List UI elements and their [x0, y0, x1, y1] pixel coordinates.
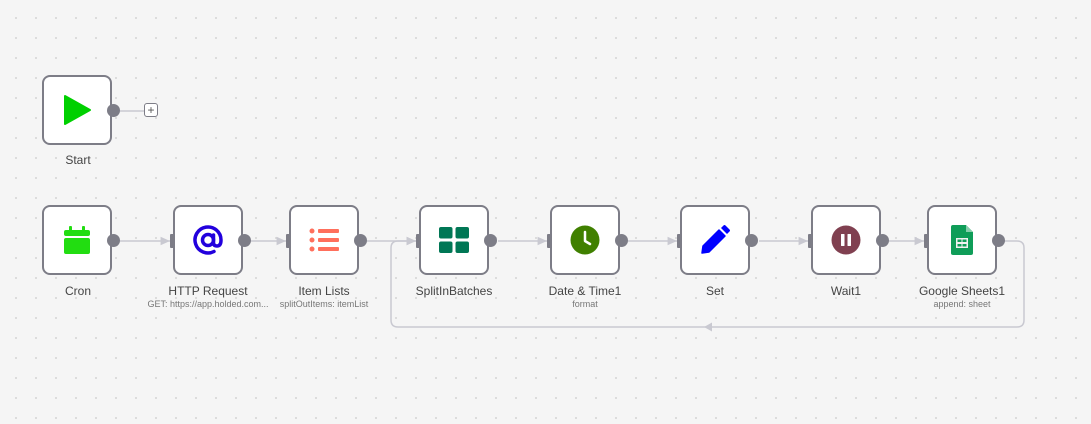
wait-output-handle[interactable]: [876, 234, 889, 247]
list-icon: [308, 224, 340, 256]
calendar-icon: [61, 224, 93, 256]
http-output-handle[interactable]: [238, 234, 251, 247]
node-item-lists-label: Item Lists: [298, 284, 350, 298]
gsheets-output-handle[interactable]: [992, 234, 1005, 247]
node-item-lists-subtitle: splitOutItems: itemList: [279, 299, 369, 309]
node-cron[interactable]: [42, 205, 112, 275]
play-icon: [61, 94, 93, 126]
node-date-time[interactable]: [550, 205, 620, 275]
node-set-label: Set: [705, 284, 724, 298]
pencil-icon: [699, 224, 731, 256]
cron-output-handle[interactable]: [107, 234, 120, 247]
node-item-lists[interactable]: [289, 205, 359, 275]
node-cron-label: Cron: [64, 284, 91, 298]
node-set[interactable]: [680, 205, 750, 275]
node-splitinbatches-label: SplitInBatches: [415, 284, 493, 298]
node-google-sheets[interactable]: [927, 205, 997, 275]
node-google-sheets-subtitle: append: sheet: [933, 299, 991, 309]
splitinbatches-output-handle[interactable]: [484, 234, 497, 247]
google-sheets-icon: [946, 224, 978, 256]
itemlists-output-handle[interactable]: [354, 234, 367, 247]
node-date-time-label: Date & Time1: [548, 284, 622, 298]
node-start-label: Start: [65, 153, 91, 167]
loop-direction-arrow: [704, 322, 712, 332]
node-splitinbatches[interactable]: [419, 205, 489, 275]
node-http-request-label: HTTP Request: [168, 284, 248, 298]
pause-icon: [830, 224, 862, 256]
node-wait[interactable]: [811, 205, 881, 275]
add-node-button[interactable]: +: [144, 103, 158, 117]
node-google-sheets-label: Google Sheets1: [918, 284, 1006, 298]
node-http-request[interactable]: [173, 205, 243, 275]
datetime-output-handle[interactable]: [615, 234, 628, 247]
set-output-handle[interactable]: [745, 234, 758, 247]
at-sign-icon: [192, 224, 224, 256]
node-date-time-subtitle: format: [572, 299, 598, 309]
node-http-request-subtitle: GET: https://app.holded.com...: [147, 299, 269, 309]
grid-icon: [438, 224, 470, 256]
start-output-handle[interactable]: [107, 104, 120, 117]
node-wait-label: Wait1: [830, 284, 862, 298]
node-start[interactable]: [42, 75, 112, 145]
clock-icon: [569, 224, 601, 256]
